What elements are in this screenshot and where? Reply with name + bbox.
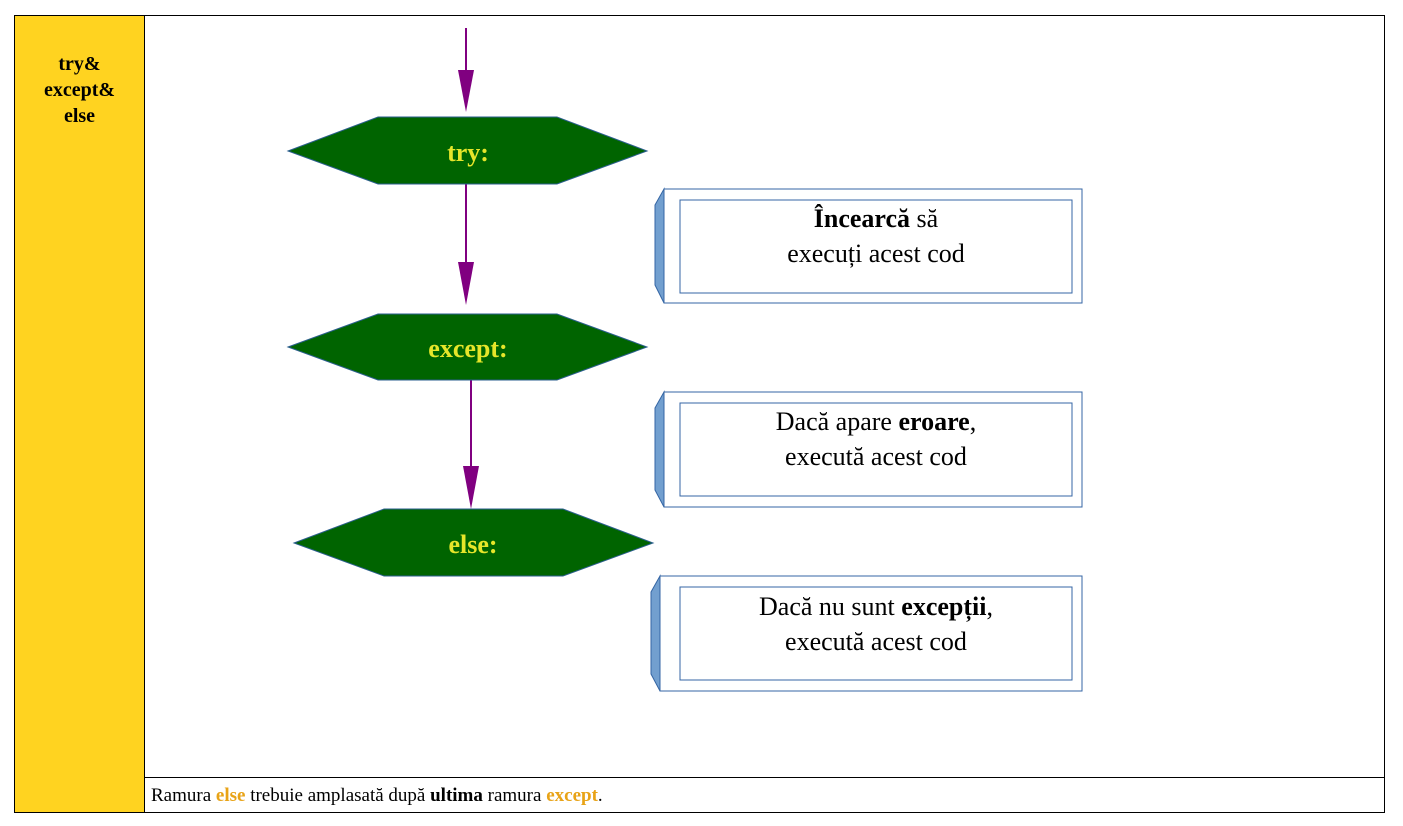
footer-text-4: .	[597, 785, 603, 806]
sidebar: try& except& else	[14, 15, 145, 813]
except-block: except:	[286, 313, 649, 381]
else-label: else:	[448, 530, 497, 559]
footer-keyword-else: else	[215, 785, 246, 806]
try-label: try:	[447, 138, 489, 167]
arrow-entry	[458, 28, 474, 112]
note-else	[650, 574, 1083, 692]
arrow-except-to-else	[463, 380, 479, 509]
note-try-line2: execuți acest cod	[787, 239, 965, 268]
footer-text-2: trebuie amplasată după	[245, 785, 431, 806]
note-else-line2: execută acest cod	[785, 627, 967, 656]
note-except-post: ,	[969, 407, 977, 436]
note-try-line1-rest: să	[910, 204, 939, 233]
arrow-try-to-except	[458, 184, 474, 305]
except-label: except:	[428, 334, 507, 363]
note-try	[654, 187, 1083, 304]
note-except-bold: eroare	[898, 407, 970, 436]
note-else-post: ,	[986, 592, 993, 621]
footer-bold-ultima: ultima	[430, 785, 483, 806]
note-else-pre: Dacă nu sunt	[759, 592, 902, 621]
note-try-text: Încearcă să execuți acest cod	[680, 201, 1072, 271]
note-except-text: Dacă apare eroare, execută acest cod	[680, 404, 1072, 474]
footer-note: Ramura else trebuie amplasată după ultim…	[145, 777, 1385, 813]
footer-text-1: Ramura	[151, 785, 216, 806]
note-else-bold: excepții	[901, 592, 987, 621]
footer-text-3: ramura	[482, 785, 547, 806]
note-try-bold: Încearcă	[813, 204, 911, 233]
else-block: else:	[292, 508, 655, 577]
note-except-pre: Dacă apare	[775, 407, 899, 436]
note-except	[654, 390, 1083, 508]
note-except-line2: execută acest cod	[785, 442, 967, 471]
try-block: try:	[286, 116, 649, 185]
footer-keyword-except: except	[546, 785, 598, 806]
note-else-text: Dacă nu sunt excepții, execută acest cod	[680, 589, 1072, 659]
sidebar-title: try& except& else	[43, 53, 116, 127]
